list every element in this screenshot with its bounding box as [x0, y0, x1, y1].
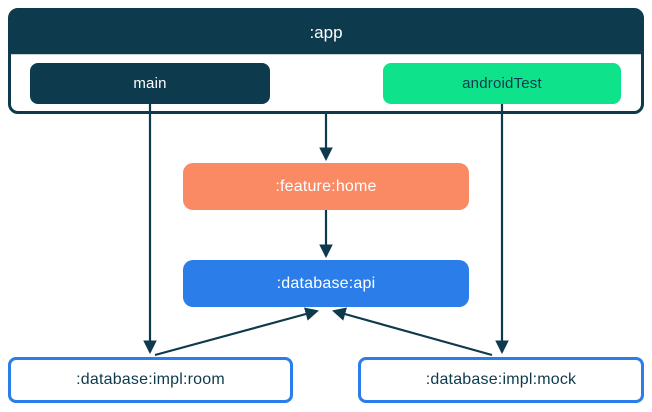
node-android-test-label: androidTest	[462, 75, 542, 92]
node-app-header: :app	[11, 11, 641, 55]
node-database-api: :database:api	[183, 260, 469, 307]
edge-database_impl_room-to-database_api	[154, 307, 319, 357]
node-feature-home-label: :feature:home	[275, 177, 377, 195]
node-database-impl-room: :database:impl:room	[8, 357, 293, 403]
node-database-api-label: :database:api	[276, 274, 376, 292]
node-main: main	[30, 63, 270, 104]
node-database-impl-mock-label: :database:impl:mock	[425, 371, 577, 388]
node-database-impl-mock: :database:impl:mock	[358, 357, 644, 403]
edge-database_impl_mock-to-database_api	[332, 307, 493, 357]
node-database-impl-room-label: :database:impl:room	[76, 371, 225, 388]
node-android-test: androidTest	[383, 63, 621, 104]
node-feature-home: :feature:home	[183, 163, 469, 210]
node-main-label: main	[133, 75, 167, 92]
node-app-label: :app	[309, 22, 343, 42]
